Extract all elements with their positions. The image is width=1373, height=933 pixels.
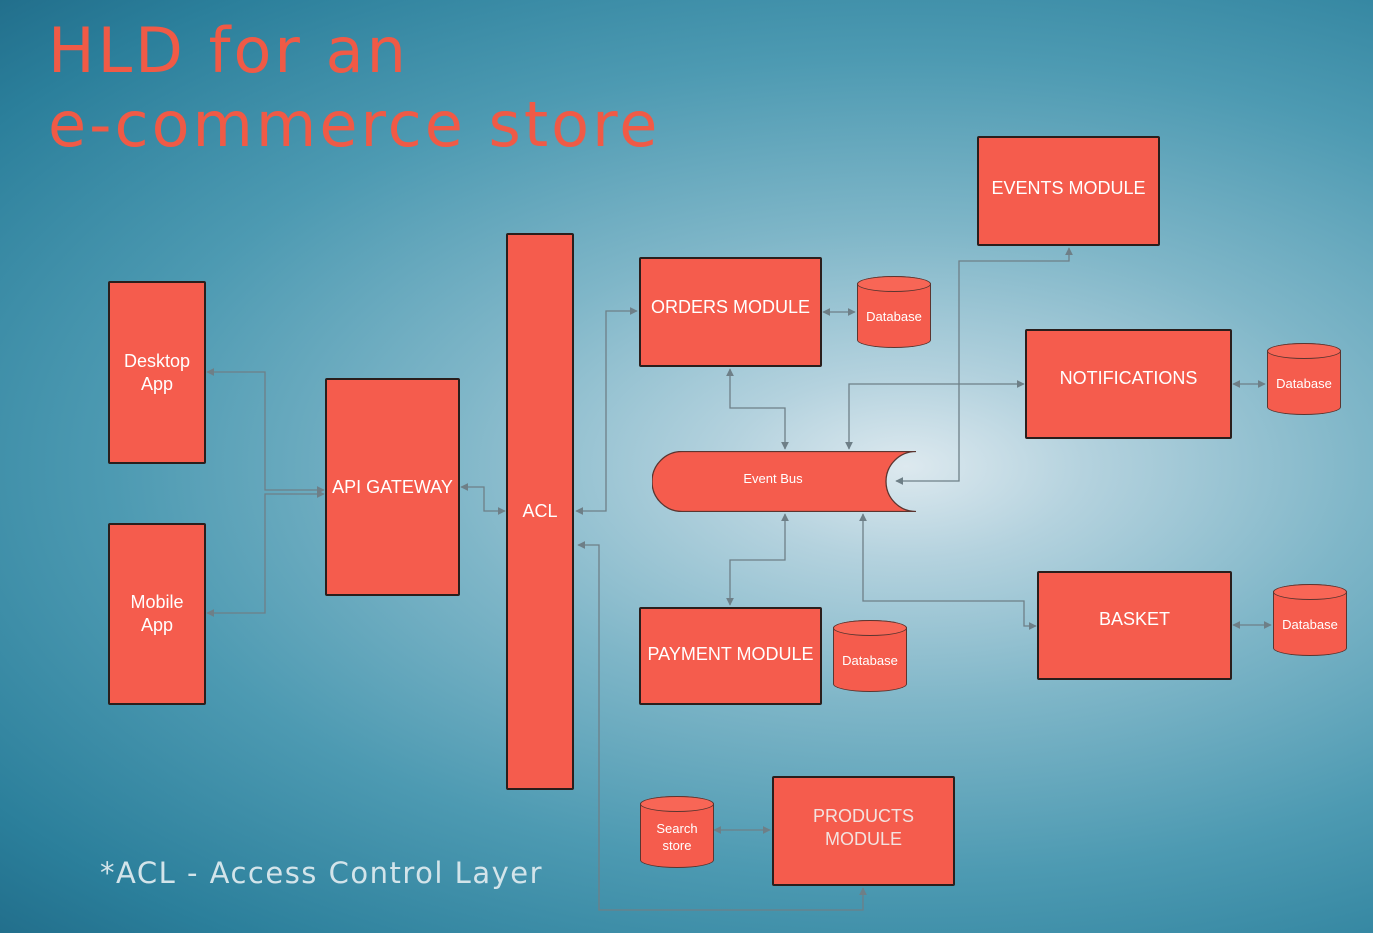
acl-node: ACL — [506, 233, 574, 790]
orders-module-label: ORDERS MODULE — [650, 296, 811, 317]
desktop-app-node: Desktop App — [108, 281, 206, 464]
products-module-node: PRODUCTS MODULE — [772, 776, 955, 886]
orders-module-node: ORDERS MODULE — [639, 257, 822, 367]
notifications-label: NOTIFICATIONS — [1059, 367, 1198, 388]
connector-desktop-gateway — [206, 368, 325, 494]
orders-database-label: Database — [866, 309, 922, 324]
notifications-node: NOTIFICATIONS — [1025, 329, 1232, 439]
mobile-app-node: Mobile App — [108, 523, 206, 705]
event-bus-label: Event Bus — [743, 471, 803, 486]
api-gateway-node: API GATEWAY — [325, 378, 460, 596]
connector-gateway-acl — [460, 483, 506, 515]
title-line-1: HLD for an — [48, 14, 409, 87]
event-bus-shape — [652, 451, 917, 512]
products-module-label: PRODUCTS MODULE — [812, 806, 914, 849]
orders-database: Database — [856, 276, 931, 348]
search-store-database: Search store — [639, 796, 714, 868]
mobile-app-label: Mobile App — [130, 592, 184, 635]
api-gateway-label: API GATEWAY — [332, 476, 453, 497]
connector-orders-bus — [726, 368, 789, 450]
acl-footnote: *ACL - Access Control Layer — [100, 856, 544, 890]
basket-database-label: Database — [1282, 617, 1338, 632]
events-module-label: EVENTS MODULE — [991, 177, 1146, 198]
event-bus-node: Event Bus — [652, 451, 917, 512]
connector-mobile-gateway — [206, 490, 325, 617]
payment-database-label: Database — [842, 653, 898, 668]
diagram-title: HLD for an e-commerce store — [48, 14, 660, 162]
title-line-2: e-commerce store — [48, 88, 661, 161]
events-module-node: EVENTS MODULE — [977, 136, 1160, 246]
acl-label: ACL — [522, 501, 558, 521]
basket-node: BASKET — [1037, 571, 1232, 680]
payment-module-label: PAYMENT MODULE — [647, 643, 814, 664]
connector-acl-products — [577, 541, 867, 911]
notifications-database: Database — [1266, 343, 1341, 415]
desktop-app-label: Desktop App — [123, 350, 191, 394]
notifications-database-label: Database — [1276, 376, 1332, 391]
basket-label: BASKET — [1098, 609, 1171, 629]
payment-module-node: PAYMENT MODULE — [639, 607, 822, 705]
basket-database: Database — [1272, 584, 1347, 656]
connector-acl-orders — [575, 307, 638, 515]
connector-bus-payment — [726, 513, 789, 606]
search-store-label: Search store — [656, 820, 698, 853]
connector-bus-notifications — [845, 380, 1025, 450]
payment-database: Database — [832, 620, 907, 692]
connector-bus-basket — [859, 513, 1037, 630]
connector-bus-events — [895, 247, 1073, 485]
